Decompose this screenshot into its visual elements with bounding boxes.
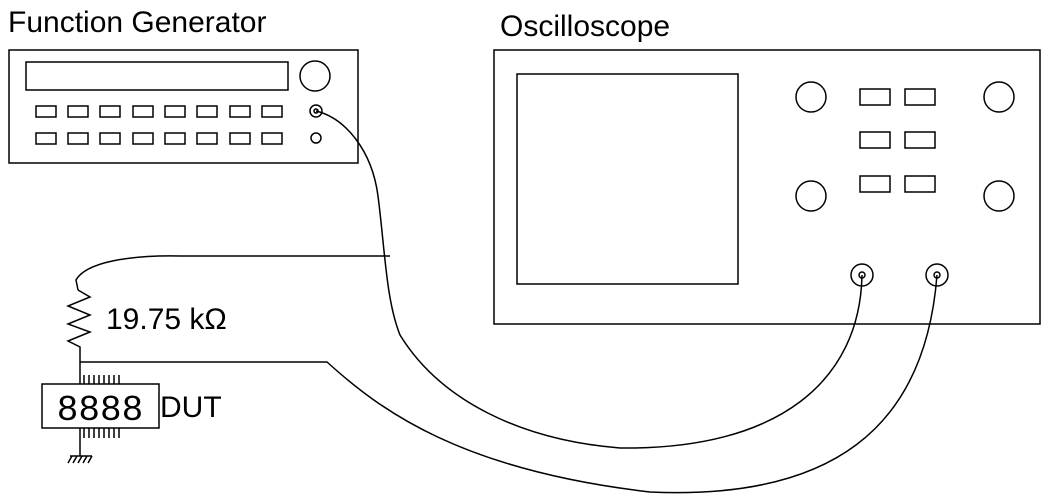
oscilloscope-title: Oscilloscope	[500, 10, 671, 43]
function-generator	[8, 49, 359, 164]
function-generator-title: Function Generator	[8, 6, 267, 39]
resistor-top-wire	[75, 255, 390, 291]
fg-button[interactable]	[196, 105, 218, 118]
osc-knob[interactable]	[795, 81, 827, 113]
dut-seven-segment-display: 8888	[57, 390, 143, 431]
osc-button[interactable]	[859, 131, 891, 149]
osc-button[interactable]	[859, 88, 891, 106]
fg-button[interactable]	[164, 105, 186, 118]
fg-buttons-row-1	[35, 105, 283, 118]
fg-button[interactable]	[261, 105, 283, 118]
osc-button[interactable]	[904, 131, 936, 149]
fg-button[interactable]	[99, 132, 121, 145]
osc-knob[interactable]	[795, 180, 827, 212]
osc-knob[interactable]	[983, 180, 1015, 212]
dut-bottom-pins	[83, 428, 120, 438]
oscilloscope	[493, 49, 1041, 325]
dut-to-scope-cable	[80, 274, 938, 494]
fg-button[interactable]	[35, 105, 57, 118]
fg-button[interactable]	[67, 132, 89, 145]
fg-sync-jack[interactable]	[310, 132, 322, 144]
osc-button[interactable]	[859, 175, 891, 193]
fg-button[interactable]	[196, 132, 218, 145]
fg-display	[25, 61, 289, 91]
fg-button[interactable]	[35, 132, 57, 145]
fg-button[interactable]	[99, 105, 121, 118]
osc-button[interactable]	[904, 175, 936, 193]
fg-to-circuit-cable	[315, 110, 863, 449]
fg-button[interactable]	[132, 132, 154, 145]
resistor-symbol	[65, 289, 93, 362]
fg-button[interactable]	[229, 105, 251, 118]
dut-package	[41, 375, 160, 456]
osc-screen	[516, 73, 739, 285]
dut-label: DUT	[160, 391, 222, 424]
osc-knob[interactable]	[983, 81, 1015, 113]
dut-top-pins	[83, 375, 120, 384]
fg-button[interactable]	[164, 132, 186, 145]
fg-button[interactable]	[229, 132, 251, 145]
fg-button[interactable]	[261, 132, 283, 145]
fg-button[interactable]	[132, 105, 154, 118]
fg-button[interactable]	[67, 105, 89, 118]
resistor-value-label: 19.75 kΩ	[106, 303, 227, 336]
fg-buttons-row-2	[35, 132, 283, 145]
ground-symbol	[67, 455, 93, 464]
fg-knob[interactable]	[299, 60, 331, 92]
osc-button[interactable]	[904, 88, 936, 106]
